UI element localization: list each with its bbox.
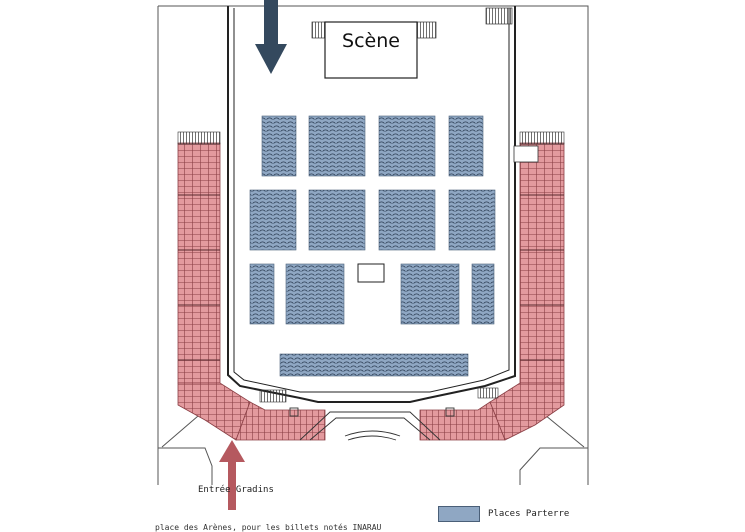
seat-block (448, 189, 496, 251)
seat-block (261, 115, 297, 177)
seat-block-front (279, 353, 469, 377)
stage-direction-arrow (255, 0, 287, 74)
seat-block (378, 189, 436, 251)
seat-block (308, 189, 366, 251)
stage (324, 21, 418, 79)
stairs-top-right (415, 21, 437, 39)
entrance-label: Entrée Gradins (198, 485, 274, 495)
seat-block (308, 115, 366, 177)
stairs-front-left (259, 389, 287, 403)
stairs-left-top (177, 131, 221, 145)
control-booth (357, 263, 385, 283)
seat-block (285, 263, 345, 325)
hall-outline (227, 6, 516, 403)
seat-block (249, 189, 297, 251)
seat-block (448, 115, 484, 177)
seat-block (471, 263, 495, 325)
stage-label: Scène (342, 30, 400, 52)
gradins-left (177, 142, 326, 441)
seat-block (400, 263, 460, 325)
legend-swatch-parterre (438, 506, 480, 522)
seat-block (249, 263, 275, 325)
entrance-sublabel: place des Arènes, pour les billets notés… (155, 523, 382, 532)
parterre-seats (249, 115, 496, 377)
building-outline (157, 5, 589, 485)
right-box (513, 145, 539, 163)
stairs-right-top (519, 131, 565, 145)
foyer-structure (289, 407, 455, 441)
stairs-front-right (477, 387, 499, 399)
stairs-top-corner (485, 7, 513, 25)
stairs-top-left (311, 21, 327, 39)
seat-block (378, 115, 436, 177)
entry-arrow (219, 440, 245, 510)
gradins-right (419, 142, 565, 441)
legend-label-parterre: Places Parterre (488, 509, 570, 519)
